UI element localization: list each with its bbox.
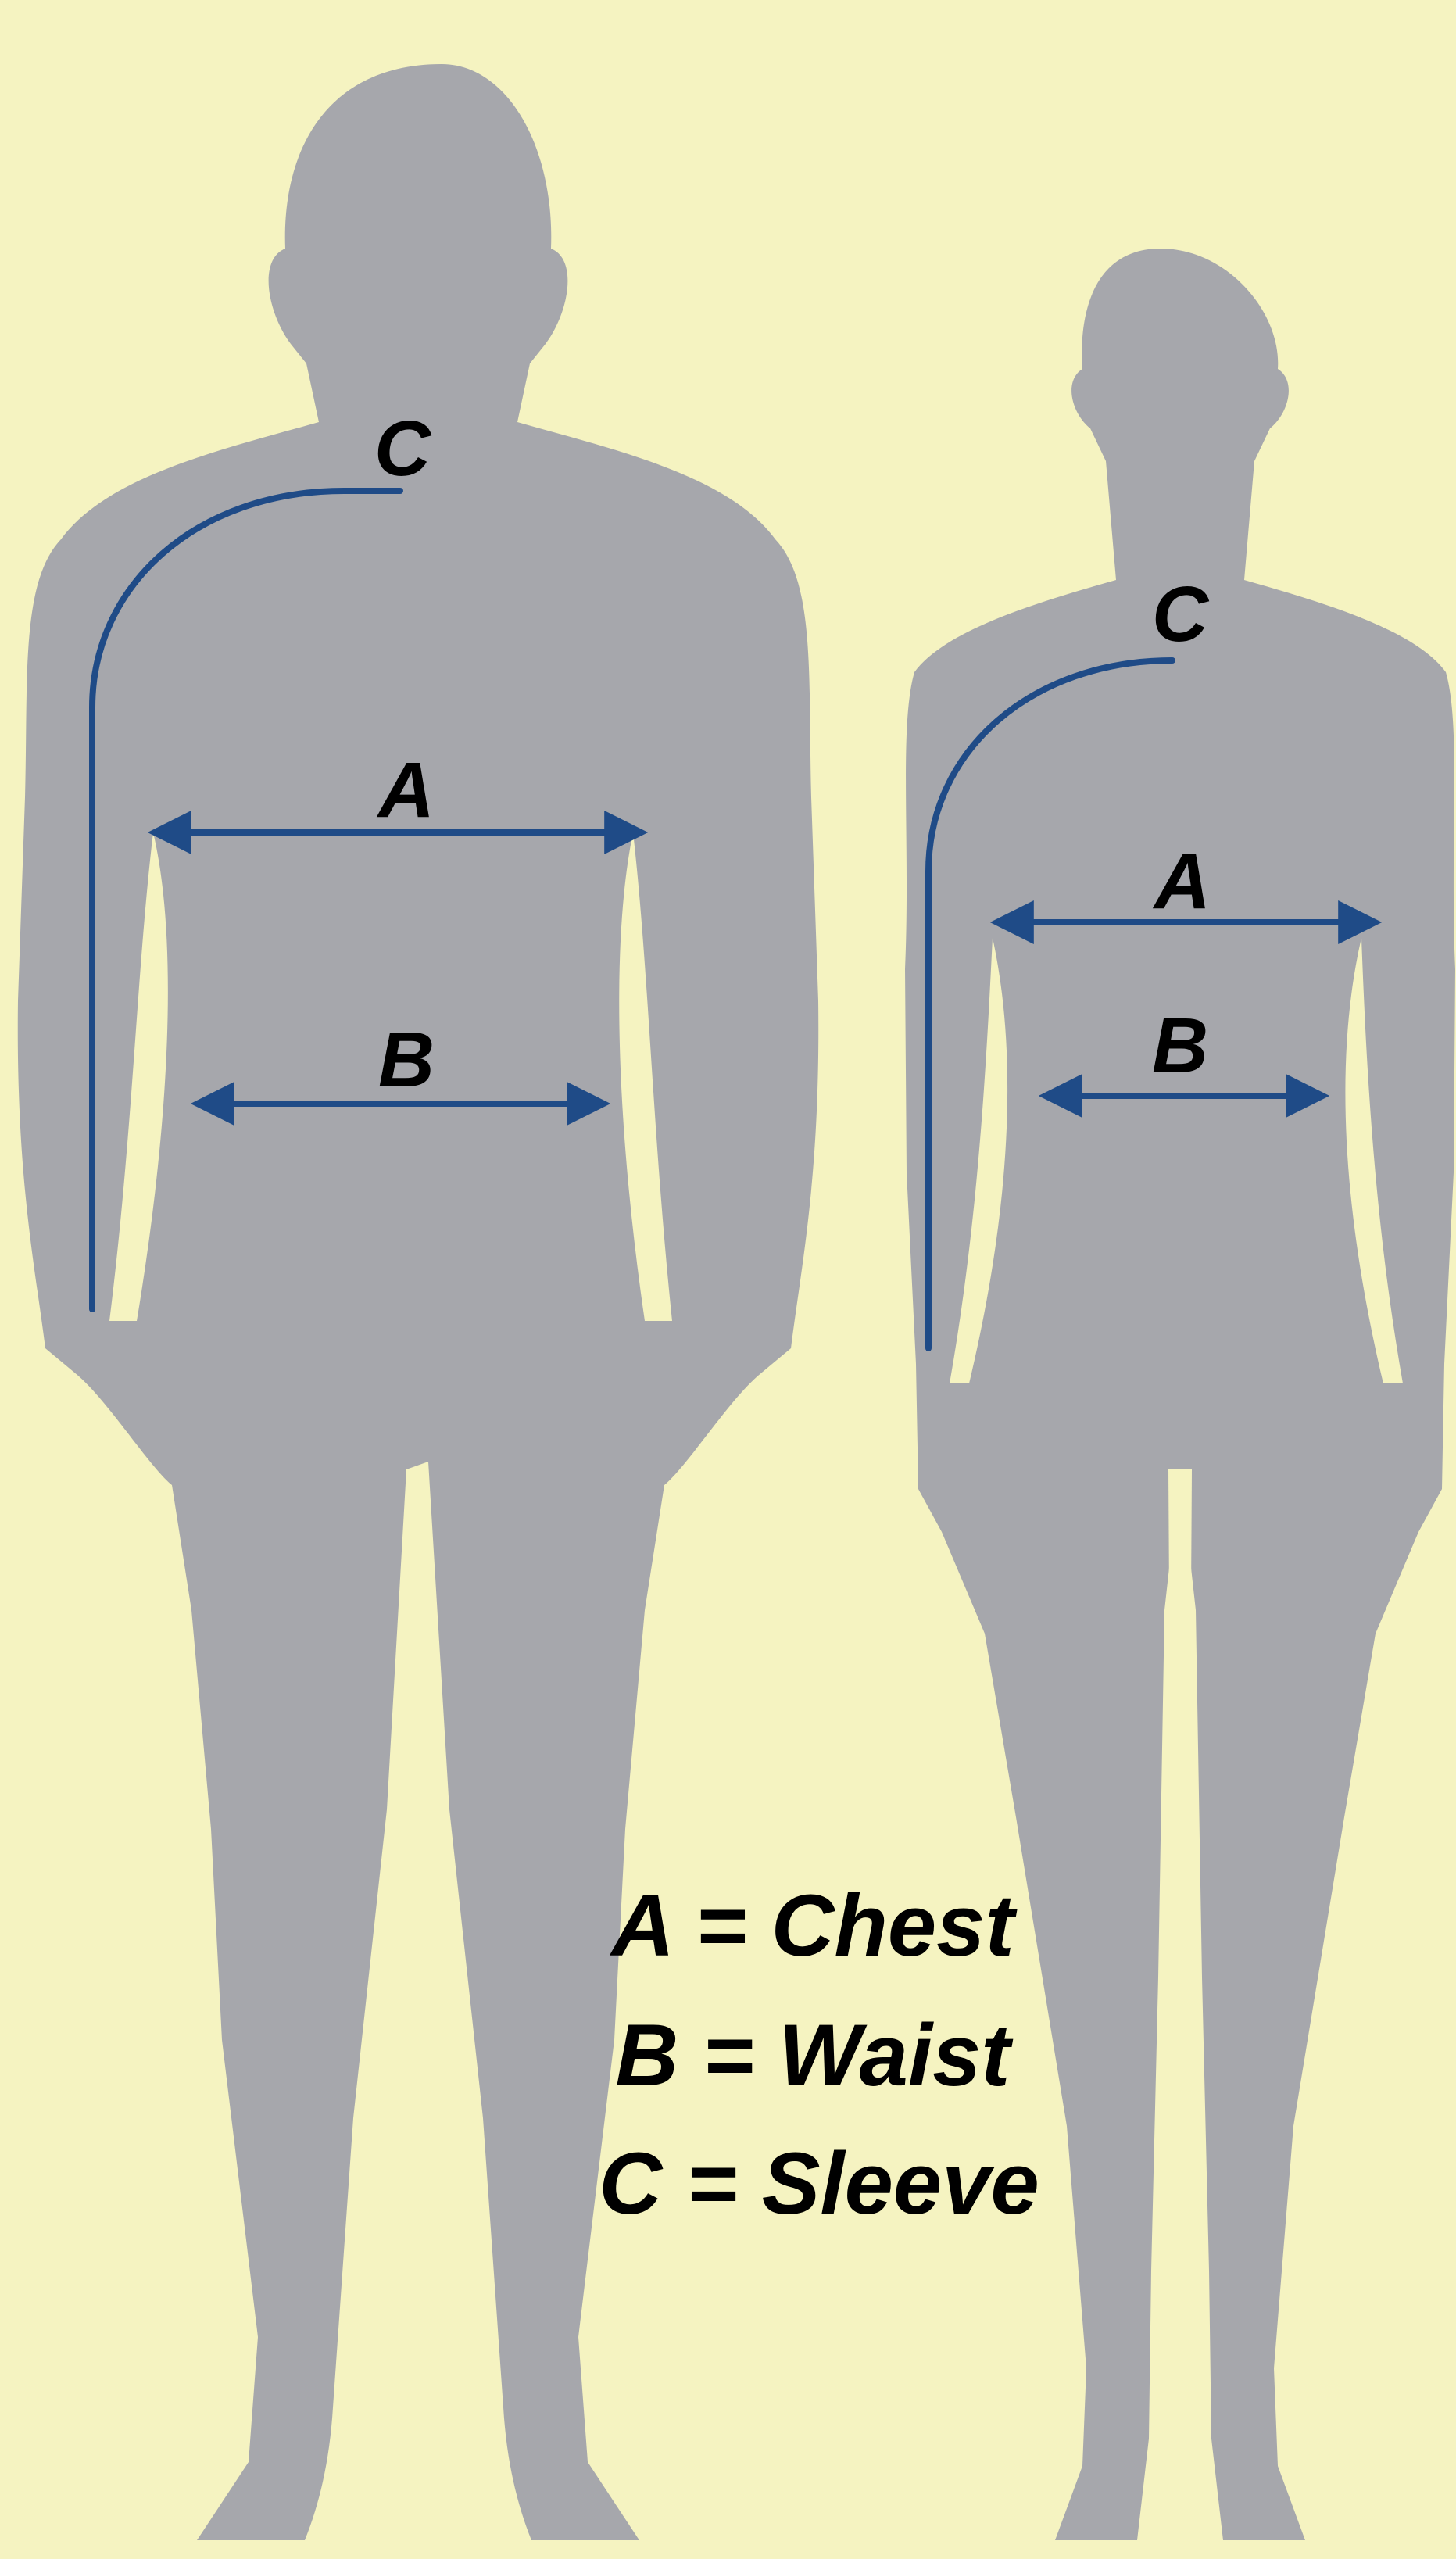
woman-label-c: C: [1152, 571, 1210, 658]
woman-leg-gap: [1168, 1469, 1192, 1720]
legend-line-sleeve: C = Sleeve: [599, 2135, 1039, 2232]
woman-label-b: B: [1152, 1002, 1208, 1090]
legend-line-chest: A = Chest: [609, 1877, 1018, 1974]
legend-line-waist: B = Waist: [615, 2006, 1014, 2104]
legend: A = Chest B = Waist C = Sleeve: [599, 1877, 1039, 2232]
man-label-a: A: [376, 746, 435, 834]
man-label-c: C: [374, 405, 432, 492]
woman-label-a: A: [1152, 838, 1211, 925]
man-label-b: B: [378, 1016, 435, 1104]
